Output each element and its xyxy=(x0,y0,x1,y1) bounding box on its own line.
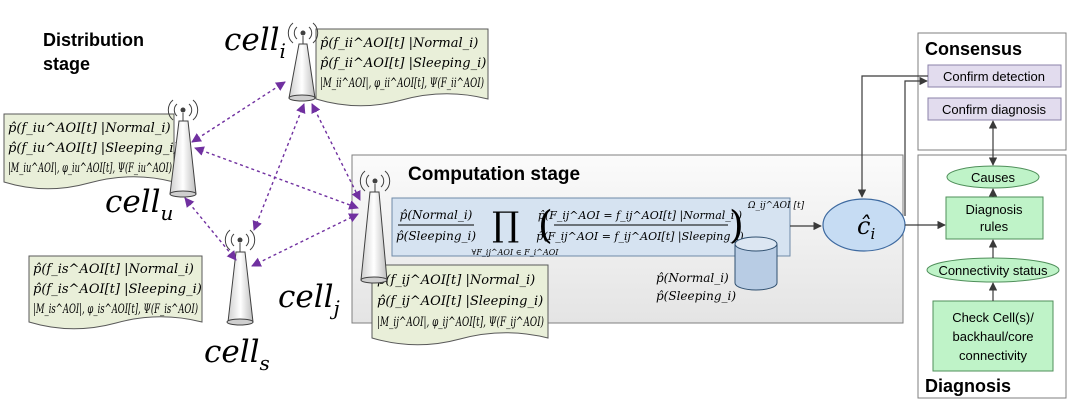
check-connectivity-box xyxy=(932,300,1054,372)
note-cell-s-line3: |M_is^AOI|, φ_is^AOI[t], Ψ(F_is^AOI) xyxy=(33,302,198,317)
connectivity-status-label: Connectivity status xyxy=(938,263,1048,278)
note-cell-i-line1: p̂(f_ii^AOI[t] |Normal_i) xyxy=(320,36,478,51)
prior-normal: p̂(Normal_i) xyxy=(656,271,729,285)
prior-sleeping: p̂(Sleeping_i) xyxy=(656,289,736,303)
note-cell-j-line2: p̂(f_ij^AOI[t] |Sleeping_i) xyxy=(377,294,543,309)
formula-ratio-denominator: p̂(Sleeping_i) xyxy=(396,229,476,243)
confirm-diagnosis-label: Confirm diagnosis xyxy=(942,102,1047,117)
confirm-detection-label: Confirm detection xyxy=(943,69,1045,84)
note-text-cell-j: p̂(f_ij^AOI[t] |Normal_i) p̂(f_ij^AOI[t]… xyxy=(377,273,544,330)
note-cell-j-line3: |M_ij^AOI|, φ_ij^AOI[t], Ψ(F_ij^AOI) xyxy=(377,315,544,330)
formula-inner-numerator: p̂(F_ij^AOI = f_ij^AOI[t] |Normal_i ) xyxy=(538,209,742,223)
formula-inner-denominator: p̂(F_ij^AOI = f_ij^AOI[t] |Sleeping_i) xyxy=(536,230,743,244)
check-connectivity-line2: backhaul/core xyxy=(953,329,1034,344)
diagnosis-rules-line1: Diagnosis xyxy=(965,202,1023,217)
note-cell-s-line1: p̂(f_is^AOI[t] |Normal_i) xyxy=(33,262,194,277)
formula-product-subscript: ∀F_ij^AOI ∈ F_i^AOI xyxy=(472,248,560,257)
likelihood-formula-box xyxy=(391,197,791,257)
consensus-title: Consensus xyxy=(925,39,1022,59)
note-cell-u-line3: |M_iu^AOI|, φ_iu^AOI[t], Ψ(F_iu^AOI) xyxy=(8,161,172,176)
link-s-to-computation xyxy=(251,213,359,267)
note-cell-u-line1: p̂(f_iu^AOI[t] |Normal_i) xyxy=(8,121,171,136)
note-cell-u-line2: p̂(f_iu^AOI[t] |Sleeping_i) xyxy=(8,141,179,156)
tower-cell-i xyxy=(287,22,319,102)
link-u-to-computation xyxy=(194,146,359,210)
cell-j-label: cellj xyxy=(278,279,340,320)
formula: p̂(Normal_i) p̂(Sleeping_i) ∏ ∀F_ij^AOI … xyxy=(396,201,805,257)
formula-exponent: Ω_ij^AOI [t] xyxy=(747,201,805,211)
causes-ellipse xyxy=(946,165,1040,189)
arrow-confirm-detection-to-output xyxy=(857,75,928,198)
note-text-cell-s: p̂(f_is^AOI[t] |Normal_i) p̂(f_is^AOI[t]… xyxy=(33,262,202,317)
tower-cell-u xyxy=(167,99,199,198)
link-u-to-i xyxy=(191,81,286,143)
close-paren: ) xyxy=(729,203,744,247)
product-symbol: ∏ xyxy=(492,205,519,245)
cell-i-label: celli xyxy=(224,22,286,63)
check-connectivity-line3: connectivity xyxy=(959,348,1027,363)
dashed-links xyxy=(184,81,361,267)
note-text-cell-i: p̂(f_ii^AOI[t] |Normal_i) p̂(f_ii^AOI[t]… xyxy=(320,36,486,91)
link-i-to-j xyxy=(252,103,306,231)
formula-ratio-numerator: p̂(Normal_i) xyxy=(400,208,473,222)
note-box-cell-u xyxy=(3,113,175,190)
distribution-stage-label-line1: Distribution xyxy=(43,30,144,50)
note-box-cell-s xyxy=(28,255,203,330)
note-text-cell-u: p̂(f_iu^AOI[t] |Normal_i) p̂(f_iu^AOI[t]… xyxy=(8,121,179,176)
link-u-to-s xyxy=(184,197,237,261)
distribution-stage-label-line2: stage xyxy=(43,54,90,74)
check-connectivity-line1: Check Cell(s)/ xyxy=(952,310,1034,325)
diagnosis-rules-line2: rules xyxy=(980,219,1009,234)
diagnosis-rules-box xyxy=(945,196,1044,240)
consensus-panel xyxy=(917,32,1067,151)
confirm-diagnosis-box xyxy=(927,97,1062,121)
note-cell-j-line1: p̂(f_ij^AOI[t] |Normal_i) xyxy=(377,273,535,288)
computation-stage-title: Computation stage xyxy=(408,164,580,185)
tower-cell-s xyxy=(224,229,256,326)
open-paren: ( xyxy=(538,203,553,247)
note-cell-i-line2: p̂(f_ii^AOI[t] |Sleeping_i) xyxy=(320,56,486,71)
note-cell-s-line2: p̂(f_is^AOI[t] |Sleeping_i) xyxy=(33,282,202,297)
diagnosis-title: Diagnosis xyxy=(925,376,1011,396)
database-icon xyxy=(734,236,778,291)
tower-cell-computation xyxy=(359,170,391,284)
cell-u-label: cellu xyxy=(105,184,173,225)
cell-s-label: cells xyxy=(204,334,270,375)
note-box-cell-j xyxy=(371,264,549,346)
causes-label: Causes xyxy=(971,170,1016,185)
note-cell-i-line3: |M_ii^AOI|, φ_ii^AOI[t], Ψ(F_ii^AOI) xyxy=(320,76,484,91)
link-i-to-computation xyxy=(311,103,361,201)
arrow-output-to-confirm-detection xyxy=(904,76,928,216)
